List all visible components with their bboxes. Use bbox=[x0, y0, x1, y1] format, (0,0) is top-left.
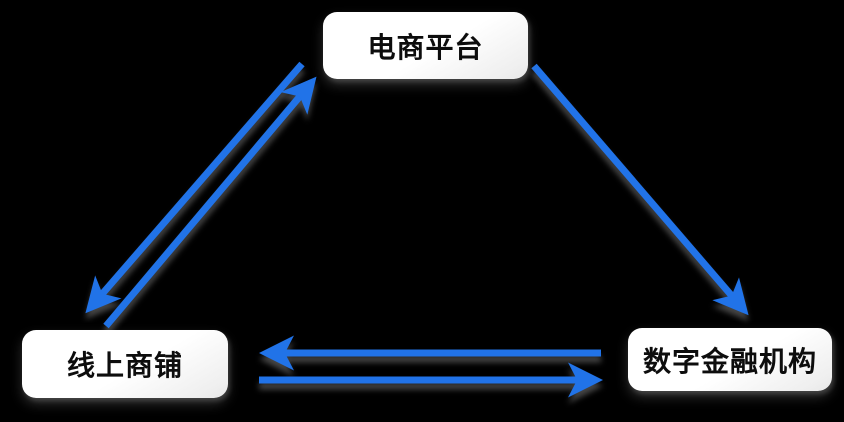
node-digital-finance-institution: 数字金融机构 bbox=[628, 328, 832, 391]
node-ecommerce-platform-label: 电商平台 bbox=[367, 31, 484, 63]
node-online-shop: 线上商铺 bbox=[22, 330, 228, 398]
node-ecommerce-platform: 电商平台 bbox=[323, 12, 528, 79]
arrow-shop-to-platform bbox=[103, 76, 317, 329]
node-digital-finance-institution-label: 数字金融机构 bbox=[642, 345, 817, 377]
arrow-platform-to-shop bbox=[85, 61, 305, 314]
node-online-shop-label: 线上商铺 bbox=[66, 350, 183, 381]
arrow-platform-to-finance bbox=[531, 63, 749, 316]
